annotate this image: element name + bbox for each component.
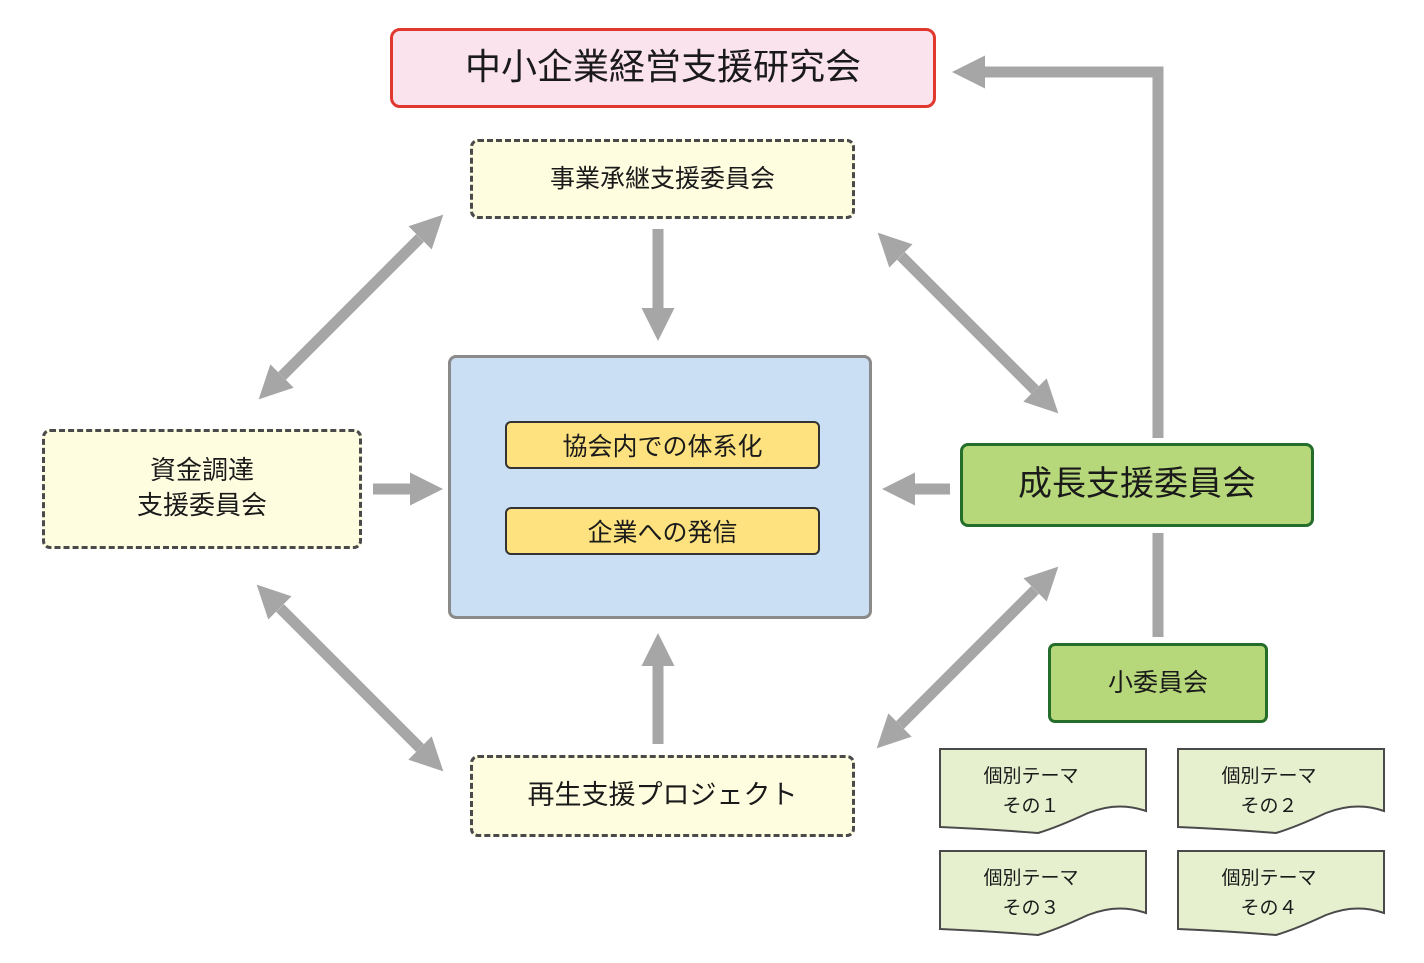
theme-4-line1: 個別テーマ — [1221, 867, 1317, 889]
growth-committee-label: 成長支援委員会 — [1018, 464, 1256, 505]
funding-committee-box: 資金調達 支援委員会 — [42, 429, 362, 549]
succession-committee-box: 事業承継支援委員会 — [470, 139, 855, 219]
theme-document-2: 個別テーマ その２ — [1176, 747, 1386, 837]
document-shape-icon — [1177, 748, 1385, 835]
revival-project-box: 再生支援プロジェクト — [470, 755, 855, 837]
theme-4-line2: その４ — [1240, 897, 1298, 919]
main-organization-title: 中小企業経営支援研究会 — [390, 28, 936, 108]
theme-1-line1: 個別テーマ — [983, 765, 1079, 787]
document-shape-icon — [939, 850, 1147, 937]
theme-3-line2: その３ — [1002, 897, 1060, 919]
center-hub-box — [448, 355, 872, 619]
theme-3-line1: 個別テーマ — [983, 867, 1079, 889]
document-shape-icon — [939, 748, 1147, 835]
outreach-label: 企業への発信 — [587, 518, 738, 547]
subcommittee-label: 小委員会 — [1107, 668, 1208, 698]
theme-document-1: 個別テーマ その１ — [938, 747, 1148, 837]
document-shape-icon — [1177, 850, 1385, 937]
arrow-funding-succession — [258, 214, 444, 400]
theme-2-line2: その２ — [1240, 795, 1298, 817]
funding-committee-label-line2: 支援委員会 — [136, 491, 267, 521]
arrow-funding-revival — [256, 584, 444, 772]
main-title-text: 中小企業経営支援研究会 — [464, 46, 861, 88]
funding-committee-label-line1: 資金調達 — [149, 455, 254, 486]
arrow-succession-growth — [877, 232, 1059, 414]
systematize-pill: 協会内での体系化 — [505, 421, 820, 469]
systematize-label: 協会内での体系化 — [562, 432, 763, 461]
growth-committee-box: 成長支援委員会 — [960, 443, 1314, 527]
revival-project-label: 再生支援プロジェクト — [527, 779, 798, 811]
theme-document-3: 個別テーマ その３ — [938, 849, 1148, 939]
arrow-growth-revival — [876, 566, 1059, 749]
succession-committee-label: 事業承継支援委員会 — [549, 164, 775, 194]
subcommittee-box: 小委員会 — [1048, 643, 1268, 723]
theme-2-line1: 個別テーマ — [1221, 765, 1317, 787]
theme-document-4: 個別テーマ その４ — [1176, 849, 1386, 939]
arrow-growth-to-title — [952, 55, 1164, 438]
theme-1-line2: その１ — [1002, 795, 1060, 817]
outreach-pill: 企業への発信 — [505, 507, 820, 555]
